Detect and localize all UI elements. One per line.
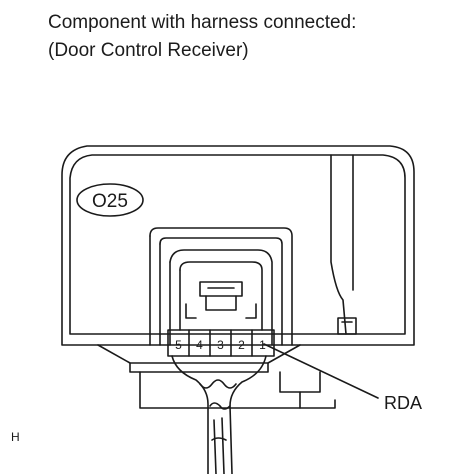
- pin-label: 4: [196, 338, 203, 352]
- callout-leader-line: [263, 343, 379, 399]
- pin-label: 3: [217, 338, 224, 352]
- lock-latch: [199, 281, 243, 311]
- pin-label: 5: [175, 338, 182, 352]
- connector-code-badge: O25: [76, 183, 144, 217]
- harness-connector: [167, 249, 275, 357]
- rda-callout: RDA: [263, 343, 422, 413]
- connector-receptacle: [149, 227, 293, 346]
- callout-label-rda: RDA: [384, 393, 422, 413]
- caption-component-name: (Door Control Receiver): [48, 40, 249, 61]
- caption-title: Component with harness connected:: [48, 12, 357, 33]
- pin-label: 2: [238, 338, 245, 352]
- receiver-housing: [61, 145, 415, 409]
- figure-mark: H: [11, 430, 20, 444]
- pin-numbers: 5 4 3 2 1: [175, 338, 266, 352]
- pin-label: 1: [259, 338, 266, 352]
- connector-code-label: O25: [92, 191, 128, 212]
- wire-harness: [171, 355, 267, 474]
